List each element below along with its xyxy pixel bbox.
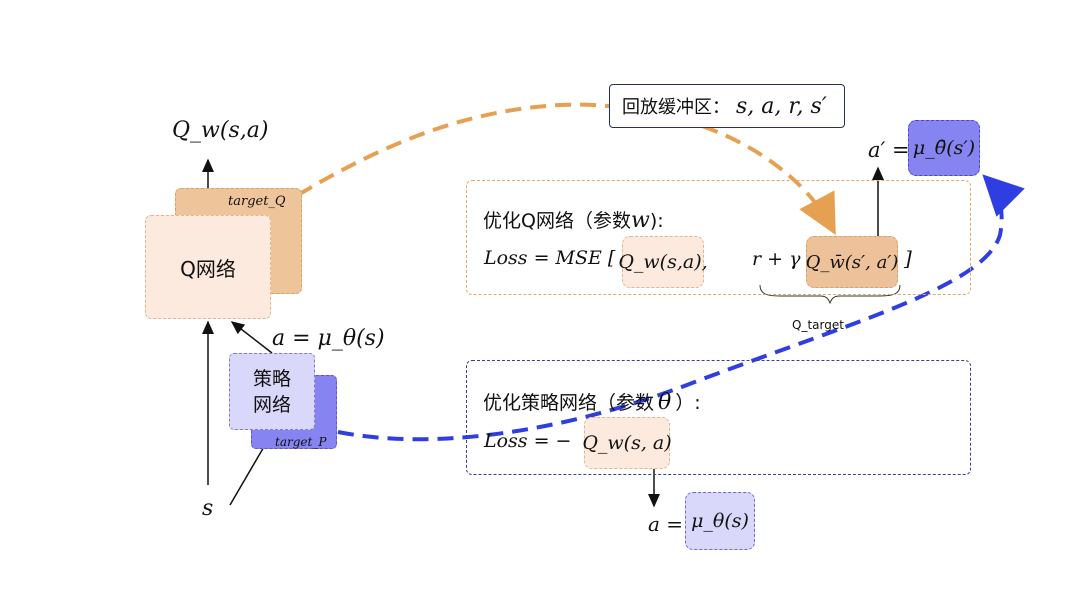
q-network-label: Q网络 bbox=[180, 256, 236, 281]
replay-buffer-box: 回放缓冲区： s, a, r, s′ bbox=[609, 84, 845, 128]
q-target-brace bbox=[759, 284, 901, 305]
policy-network-label-line2: 网络 bbox=[252, 393, 291, 416]
q-optimization-panel bbox=[466, 180, 971, 295]
target-policy-copy-arrow bbox=[337, 174, 1025, 442]
q-target-brace-label: Q_target bbox=[792, 318, 844, 332]
policy-result-rhs: μ_θ(s) bbox=[691, 510, 749, 532]
q-loss-target-prefix: r + γ bbox=[752, 248, 801, 270]
q-network-box[interactable]: Q网络 bbox=[145, 215, 271, 319]
target-q-copy-arrow bbox=[296, 102, 836, 236]
policy-result-lhs: a = bbox=[648, 512, 684, 536]
policy-loss-q-term: Q_w(s, a) bbox=[582, 417, 672, 469]
action-formula: a = μ_θ(s) bbox=[272, 326, 385, 351]
target-policy-output-pill: μ_θ̄(s′) bbox=[908, 120, 980, 176]
target-p-label: target_P bbox=[275, 435, 327, 449]
policy-network-label-line1: 策略 bbox=[252, 367, 291, 390]
policy-network-box[interactable]: 策略 网络 bbox=[229, 353, 315, 430]
policy-to-q-arrow bbox=[230, 321, 273, 354]
policy-optimization-panel bbox=[466, 360, 971, 475]
replay-buffer-tuple: s, a, r, s′ bbox=[736, 93, 827, 119]
state-label: s bbox=[202, 496, 214, 521]
target-q-label: target_Q bbox=[228, 194, 286, 209]
policy-loss-prefix: Loss = − bbox=[484, 430, 572, 452]
policy-result-pill: μ_θ(s) bbox=[685, 492, 755, 550]
next-action-lhs: a′ = bbox=[868, 138, 910, 162]
q-loss-target-term: Q_w̄(s′, a′) bbox=[806, 236, 898, 288]
q-loss-q-term: Q_w(s,a), bbox=[618, 236, 708, 288]
q-optimization-title: 优化Q网络（参数w): bbox=[483, 208, 664, 233]
target-policy-output: μ_θ̄(s′) bbox=[912, 137, 976, 159]
q-output-label: Q_w(s,a) bbox=[172, 118, 269, 143]
q-loss-close-bracket: ] bbox=[904, 246, 912, 270]
q-loss-prefix: Loss = MSE [ bbox=[484, 247, 616, 269]
replay-buffer-label: 回放缓冲区： bbox=[622, 97, 730, 118]
